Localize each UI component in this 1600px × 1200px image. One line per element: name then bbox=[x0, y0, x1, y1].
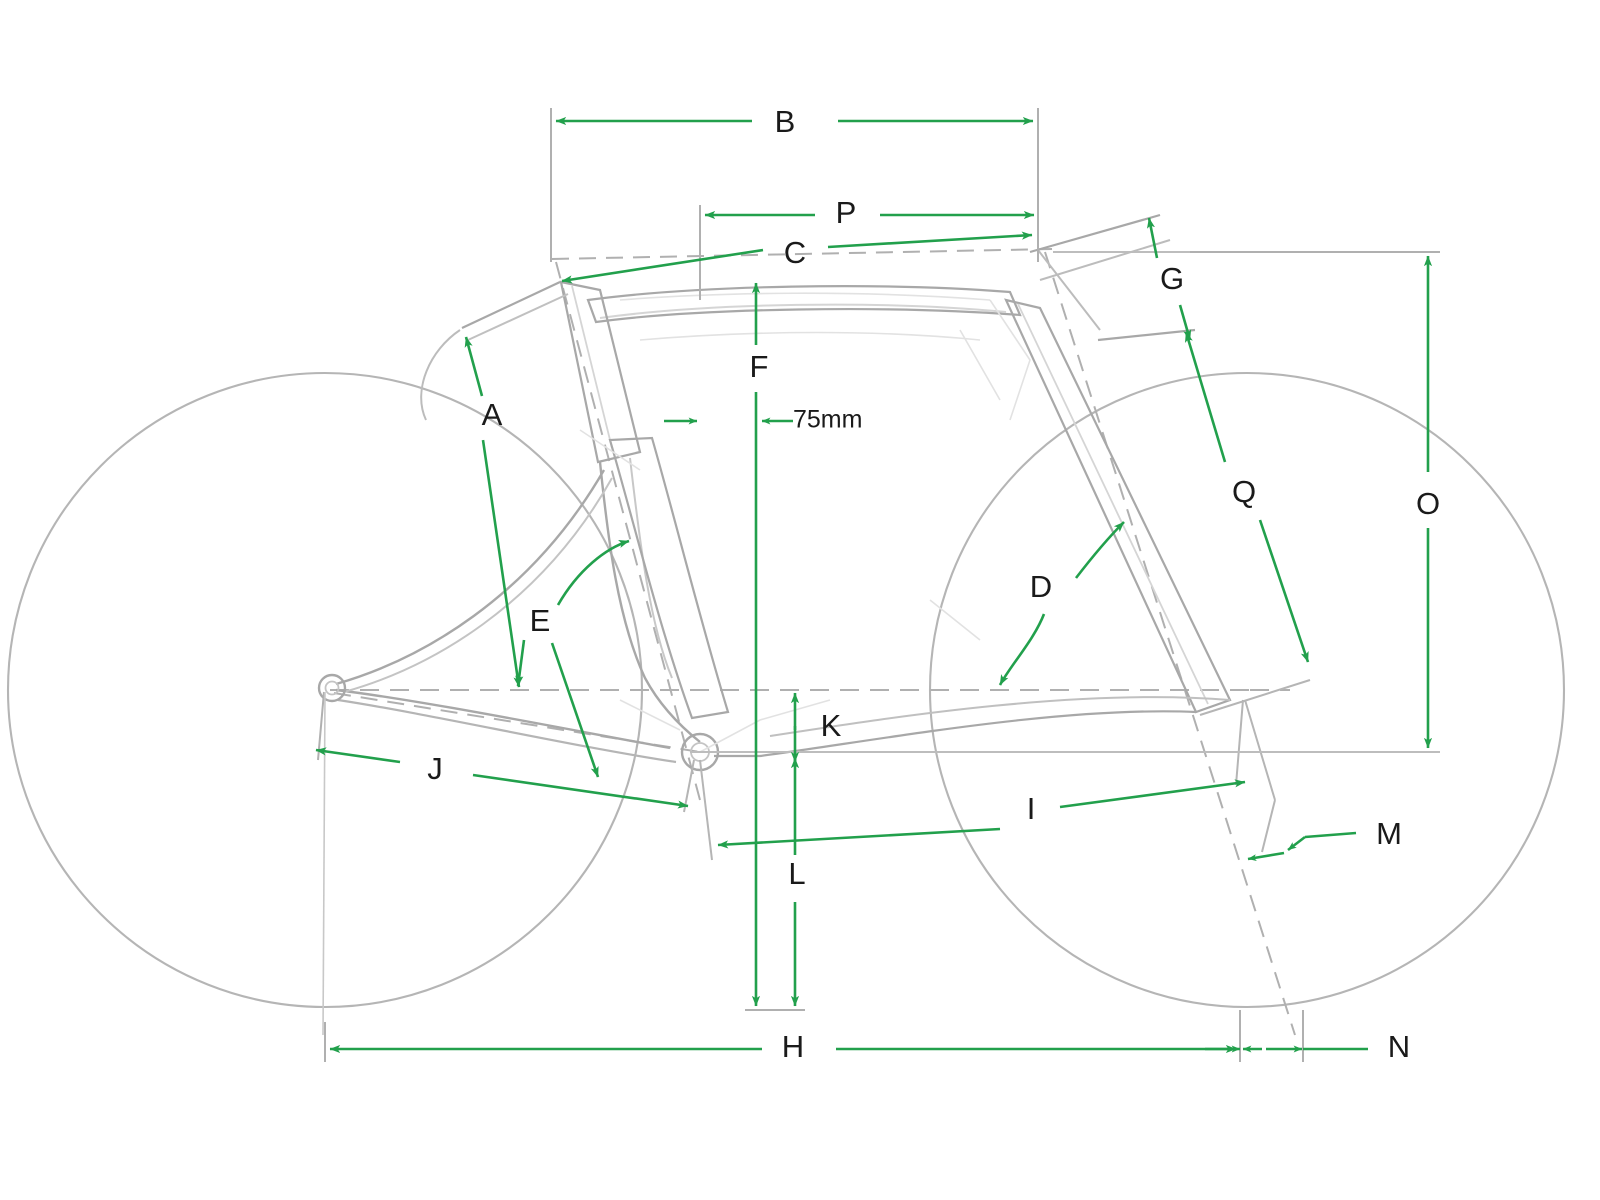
dim-C-line-right bbox=[827, 231, 1033, 249]
dim-A-line bbox=[464, 336, 484, 397]
seat-tube-inner bbox=[1017, 303, 1209, 705]
dim-M-leader bbox=[1304, 831, 1357, 839]
front-dropout-line-b bbox=[322, 691, 326, 1036]
seatpost-upper-2 bbox=[1039, 239, 1171, 281]
dim-label-Q: Q bbox=[1232, 474, 1256, 509]
dim-label-K: K bbox=[821, 708, 842, 743]
dim-G-line-down bbox=[1178, 304, 1192, 341]
dim-E-leader bbox=[550, 642, 600, 778]
handlebar-stem bbox=[461, 281, 561, 329]
dim-label-D: D bbox=[1030, 569, 1052, 604]
dim-label-J: J bbox=[427, 751, 443, 786]
annotation-75mm: 75mm bbox=[793, 406, 862, 434]
chainstay-2 bbox=[337, 698, 677, 764]
fork-blade bbox=[598, 461, 701, 743]
dim-label-E: E bbox=[530, 603, 551, 638]
handlebar-drop bbox=[420, 329, 461, 421]
dim-label-C: C bbox=[784, 235, 806, 270]
seat-tube-to-bb-2 bbox=[769, 696, 1231, 737]
seat-tube bbox=[1004, 298, 1232, 714]
top-tube-body bbox=[599, 303, 1007, 319]
dim-label-O: O bbox=[1416, 486, 1440, 521]
dim-label-P: P bbox=[836, 195, 857, 230]
frame-detail-lines bbox=[579, 292, 1031, 753]
bicycle-illustration bbox=[6, 213, 1566, 1036]
dim-J-line-left bbox=[315, 747, 401, 764]
steering-axis-dashed bbox=[555, 261, 701, 801]
rear-dropout-detail bbox=[1235, 699, 1276, 853]
dim-label-L: L bbox=[788, 856, 805, 891]
dim-M-leader-2 bbox=[1287, 835, 1306, 852]
front-hub-line bbox=[699, 759, 713, 861]
dim-label-H: H bbox=[782, 1029, 804, 1064]
seatstay bbox=[335, 469, 606, 686]
top-tube-reference-dashed bbox=[551, 248, 1053, 260]
dim-label-M: M bbox=[1376, 816, 1402, 851]
dim-label-F: F bbox=[750, 349, 769, 384]
chainstay bbox=[335, 688, 671, 750]
seatstay-2 bbox=[343, 477, 613, 693]
dim-M-line-left bbox=[1247, 851, 1285, 862]
dim-D-arc-down bbox=[998, 613, 1046, 686]
dim-label-A: A bbox=[482, 397, 503, 432]
dim-D-arc-up bbox=[1074, 521, 1125, 579]
dim-label-G: G bbox=[1160, 261, 1184, 296]
dim-I-line-left bbox=[717, 827, 1001, 849]
rear-stay-lower bbox=[1199, 679, 1311, 716]
dim-A-leader bbox=[481, 439, 522, 688]
dim-E-arrow-down bbox=[515, 639, 526, 687]
dim-label-I: I bbox=[1027, 791, 1036, 826]
dim-I-line-right bbox=[1059, 779, 1246, 809]
seatpost-lower bbox=[1097, 328, 1196, 342]
rear-hub bbox=[317, 673, 347, 703]
head-tube-inner bbox=[571, 285, 613, 449]
handlebar-stem-2 bbox=[467, 293, 569, 341]
dim-J-line-right bbox=[472, 773, 689, 809]
seatpost-upper bbox=[1029, 213, 1161, 254]
dimension-extension-lines bbox=[324, 108, 1440, 1062]
head-tube bbox=[559, 280, 642, 464]
rear-hub-inner bbox=[324, 680, 340, 696]
dim-G-line-up bbox=[1146, 217, 1159, 259]
down-tube bbox=[608, 436, 730, 720]
dim-label-B: B bbox=[775, 104, 796, 139]
dimension-annotations bbox=[315, 116, 1433, 1054]
front-hub-line-2 bbox=[683, 759, 695, 813]
dim-Q-line-down bbox=[1258, 519, 1310, 663]
dim-Q-line-up bbox=[1184, 331, 1227, 463]
seat-tube-axis-dashed bbox=[1044, 251, 1296, 1036]
dim-E-arc-up bbox=[556, 539, 630, 606]
dim-label-N: N bbox=[1388, 1029, 1410, 1064]
fork-blade-inner bbox=[629, 457, 673, 679]
dim-C-line-left bbox=[561, 248, 764, 284]
top-tube bbox=[586, 285, 1022, 324]
seat-clamp-top bbox=[1037, 249, 1101, 331]
dimension-labels: A B C D E F G H I J K L M N O P Q 75mm bbox=[427, 104, 1440, 1064]
